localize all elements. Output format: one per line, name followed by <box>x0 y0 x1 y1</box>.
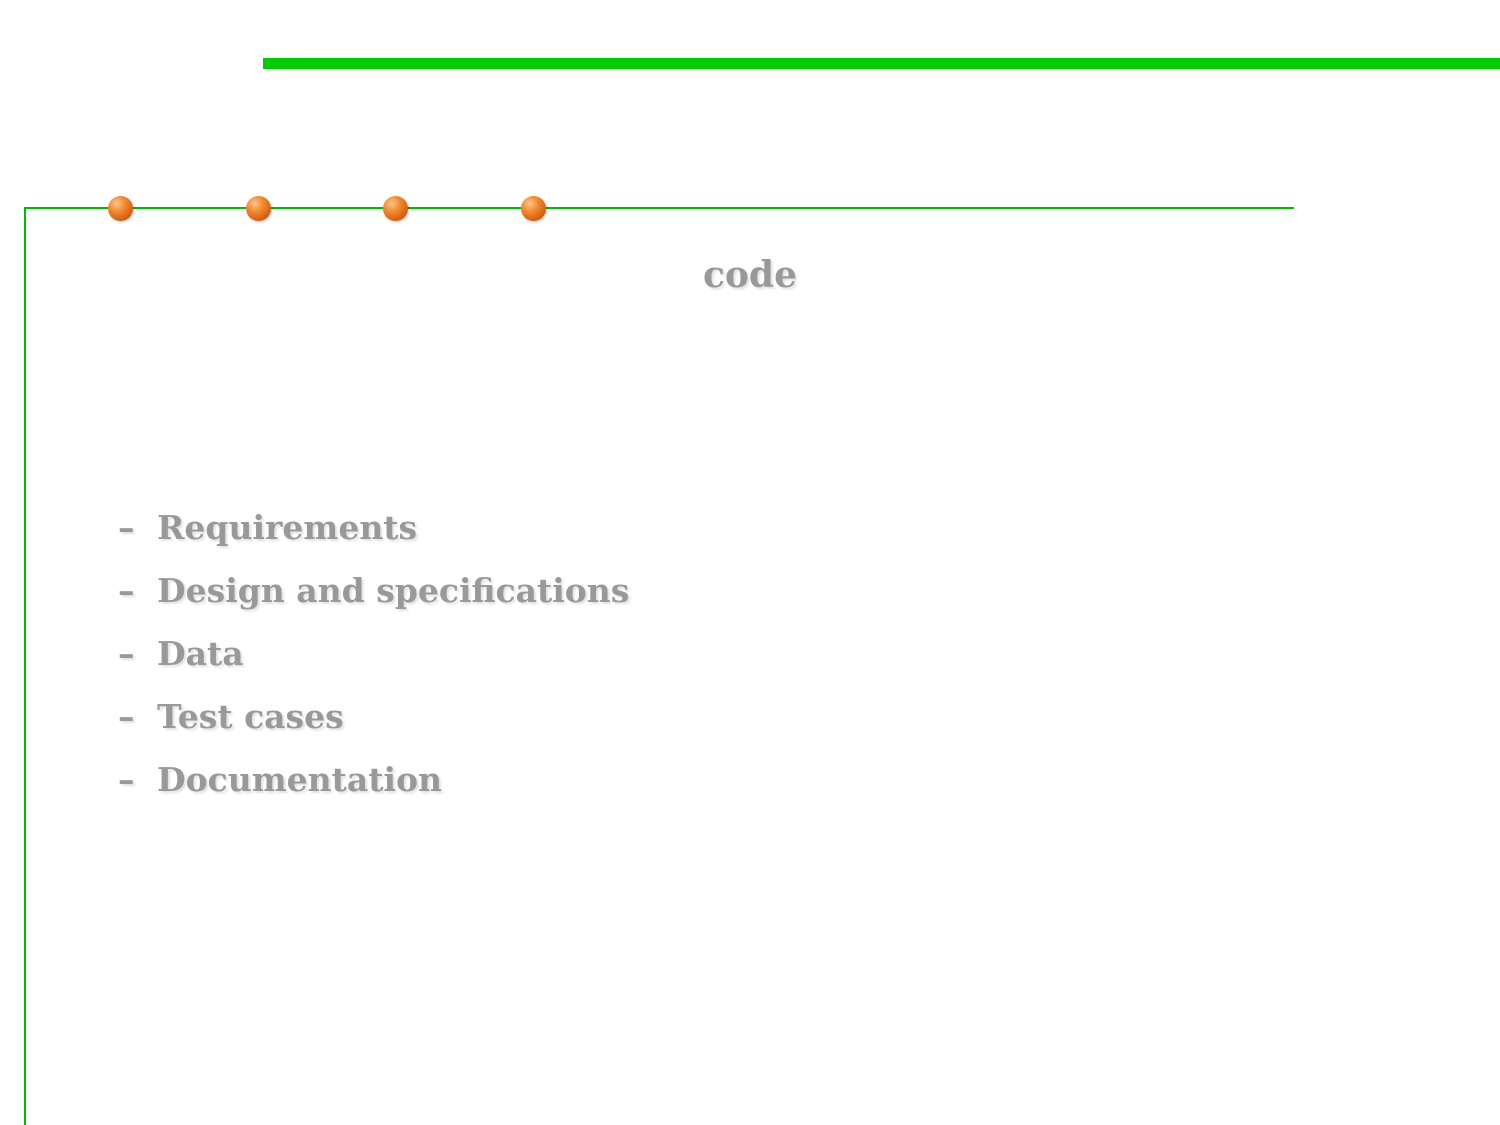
dash-marker: – <box>118 634 135 673</box>
list-item-text: Data <box>157 634 244 673</box>
top-accent-bar <box>263 58 1500 69</box>
list-item-text: Documentation <box>157 760 443 799</box>
dash-marker: – <box>118 697 135 736</box>
list-item-text: Requirements <box>157 508 418 547</box>
list-item: –Test cases <box>118 697 629 760</box>
orange-dot-icon <box>383 196 408 221</box>
orange-dot-icon <box>108 196 133 221</box>
dash-marker: – <box>118 760 135 799</box>
list-item: –Documentation <box>118 760 629 823</box>
orange-dot-icon <box>521 196 546 221</box>
list-item-text: Test cases <box>157 697 344 736</box>
list-item: –Data <box>118 634 629 697</box>
list-item-text: Design and specifications <box>157 571 630 610</box>
slide-title: code <box>702 254 797 296</box>
horizontal-divider-line <box>24 207 1294 209</box>
orange-dot-icon <box>246 196 271 221</box>
bullet-list: –Requirements –Design and specifications… <box>118 508 629 823</box>
dash-marker: – <box>118 571 135 610</box>
list-item: –Requirements <box>118 508 629 571</box>
vertical-divider-line <box>24 207 26 1125</box>
dash-marker: – <box>118 508 135 547</box>
list-item: –Design and specifications <box>118 571 629 634</box>
